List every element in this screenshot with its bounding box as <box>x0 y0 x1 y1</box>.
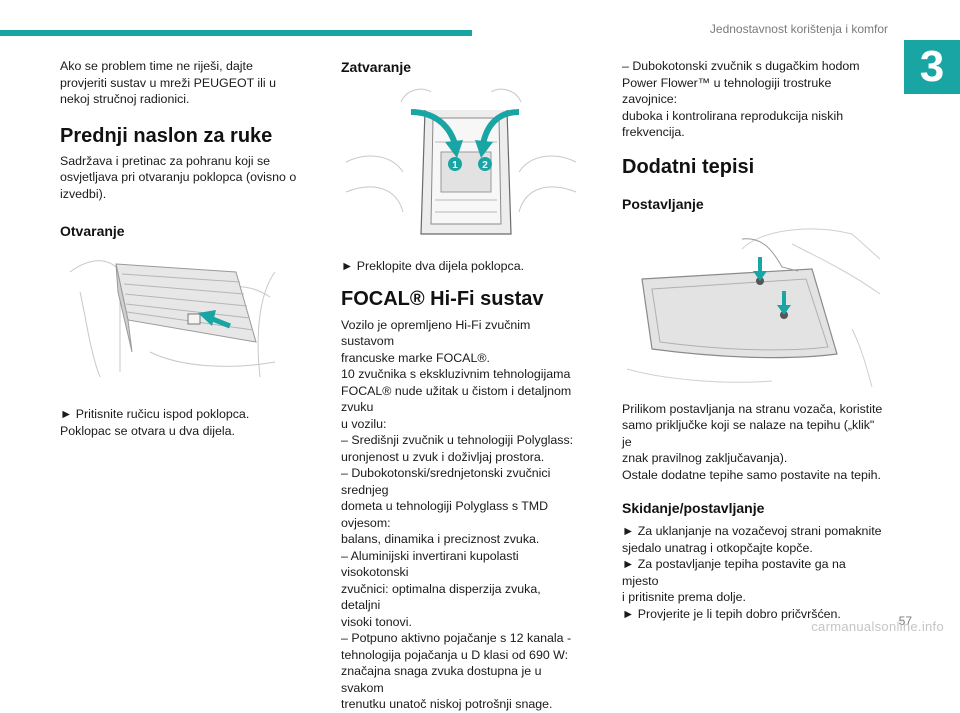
install-line: Prilikom postavljanja na stranu vozača, … <box>622 401 883 416</box>
subwoofer-line: duboka i kontrolirana reprodukcija niski… <box>622 108 844 123</box>
focal-line: 10 zvučnika s ekskluzivnim tehnologijama <box>341 367 571 381</box>
focal-heading: FOCAL® Hi-Fi sustav <box>341 287 544 310</box>
remove-step: sjedalo unatrag i otkopčajte kopče. <box>622 540 813 555</box>
running-header: Jednostavnost korištenja i komfor <box>709 22 888 36</box>
focal-line: trenutku unatoč niskoj potrošnji snage. <box>341 697 553 711</box>
subwoofer-text: – Dubokotonski zvučnik s dugačkim hodom … <box>622 58 884 141</box>
chapter-tab: 3 <box>904 40 960 94</box>
armrest-opening-illustration <box>69 260 276 378</box>
focal-line: visoki tonovi. <box>341 614 412 629</box>
focal-line: zvučnici: optimalna disperzija zvuka, de… <box>341 581 541 613</box>
armrest-closing-illustration: 1 2 <box>345 88 577 235</box>
focal-line: dometa u tehnologiji Polyglass s TMD ovj… <box>341 499 549 530</box>
subwoofer-line: – Dubokotonski zvučnik s dugačkim hodom <box>622 59 860 73</box>
focal-line: – Dubokotonski/srednjetonski zvučnici sr… <box>341 466 551 497</box>
page-number: 57 <box>898 614 912 628</box>
focal-line: francuske marke FOCAL®. <box>341 350 490 365</box>
remove-steps: ► Za uklanjanje na vozačevoj strani poma… <box>622 523 884 622</box>
focal-line: uronjenost u zvuk i doživljaj prostora. <box>341 449 545 464</box>
mats-heading: Dodatni tepisi <box>622 155 755 178</box>
focal-line: – Središnji zvučnik u tehnologiji Polygl… <box>341 433 574 447</box>
install-heading: Postavljanje <box>622 195 704 212</box>
watermark: carmanualsonline.info <box>811 619 944 634</box>
intro-paragraph: Ako se problem time ne riješi, dajte pro… <box>60 59 276 106</box>
install-text: Prilikom postavljanja na stranu vozača, … <box>622 401 884 484</box>
opening-heading: Otvaranje <box>60 223 125 239</box>
column-2: Zatvaranje 1 2 ► Preklopite dva dijela p… <box>341 58 581 713</box>
focal-line: – Potpuno aktivno pojačanje s 12 kanala … <box>341 631 572 645</box>
focal-text: Vozilo je opremljeno Hi-Fi zvučnim susta… <box>341 317 581 713</box>
focal-line: tehnologija pojačanja u D klasi od 690 W… <box>341 647 569 662</box>
closing-badge-1: 1 <box>452 160 458 171</box>
focal-line: – Aluminijski invertirani kupolasti viso… <box>341 548 519 580</box>
remove-step: i pritisnite prema dolje. <box>622 590 746 604</box>
armrest-heading: Prednji naslon za ruke <box>60 124 273 147</box>
remove-step: ► Za uklanjanje na vozačevoj strani poma… <box>622 524 882 538</box>
subwoofer-line: frekvencija. <box>622 125 685 139</box>
install-line: Ostale dodatne tepihe samo postavite na … <box>622 467 881 482</box>
install-line: znak pravilnog zaključavanja). <box>622 451 788 465</box>
column-3: – Dubokotonski zvučnik s dugačkim hodom … <box>622 58 884 622</box>
focal-line: FOCAL® nude užitak u čistom i detaljnom … <box>341 383 572 415</box>
focal-line: značajna snaga zvuka dostupna je u svako… <box>341 664 542 695</box>
opening-step-2: Poklopac se otvara u dva dijela. <box>60 423 235 438</box>
floor-mat-illustration <box>626 228 881 387</box>
closing-step: ► Preklopite dva dijela poklopca. <box>341 259 525 273</box>
column-1: Ako se problem time ne riješi, dajte pro… <box>60 58 300 439</box>
remove-step: ► Provjerite je li tepih dobro pričvršće… <box>622 606 841 621</box>
focal-line: balans, dinamika i preciznost zvuka. <box>341 532 540 546</box>
remove-step: ► Za postavljanje tepiha postavite ga na… <box>622 557 846 588</box>
closing-badge-2: 2 <box>482 160 488 171</box>
subwoofer-line: Power Flower™ u tehnologiji trostruke za… <box>622 75 832 107</box>
top-accent-bar <box>0 30 472 36</box>
remove-heading: Skidanje/postavljanje <box>622 500 765 516</box>
focal-line: u vozilu: <box>341 416 387 431</box>
opening-step-1: ► Pritisnite ručicu ispod poklopca. <box>60 407 250 421</box>
focal-line: Vozilo je opremljeno Hi-Fi zvučnim susta… <box>341 317 531 349</box>
install-line: samo priključke koji se nalaze na tepihu… <box>622 418 875 449</box>
closing-heading: Zatvaranje <box>341 59 412 75</box>
armrest-description: Sadržava i pretinac za pohranu koji se o… <box>60 153 297 201</box>
